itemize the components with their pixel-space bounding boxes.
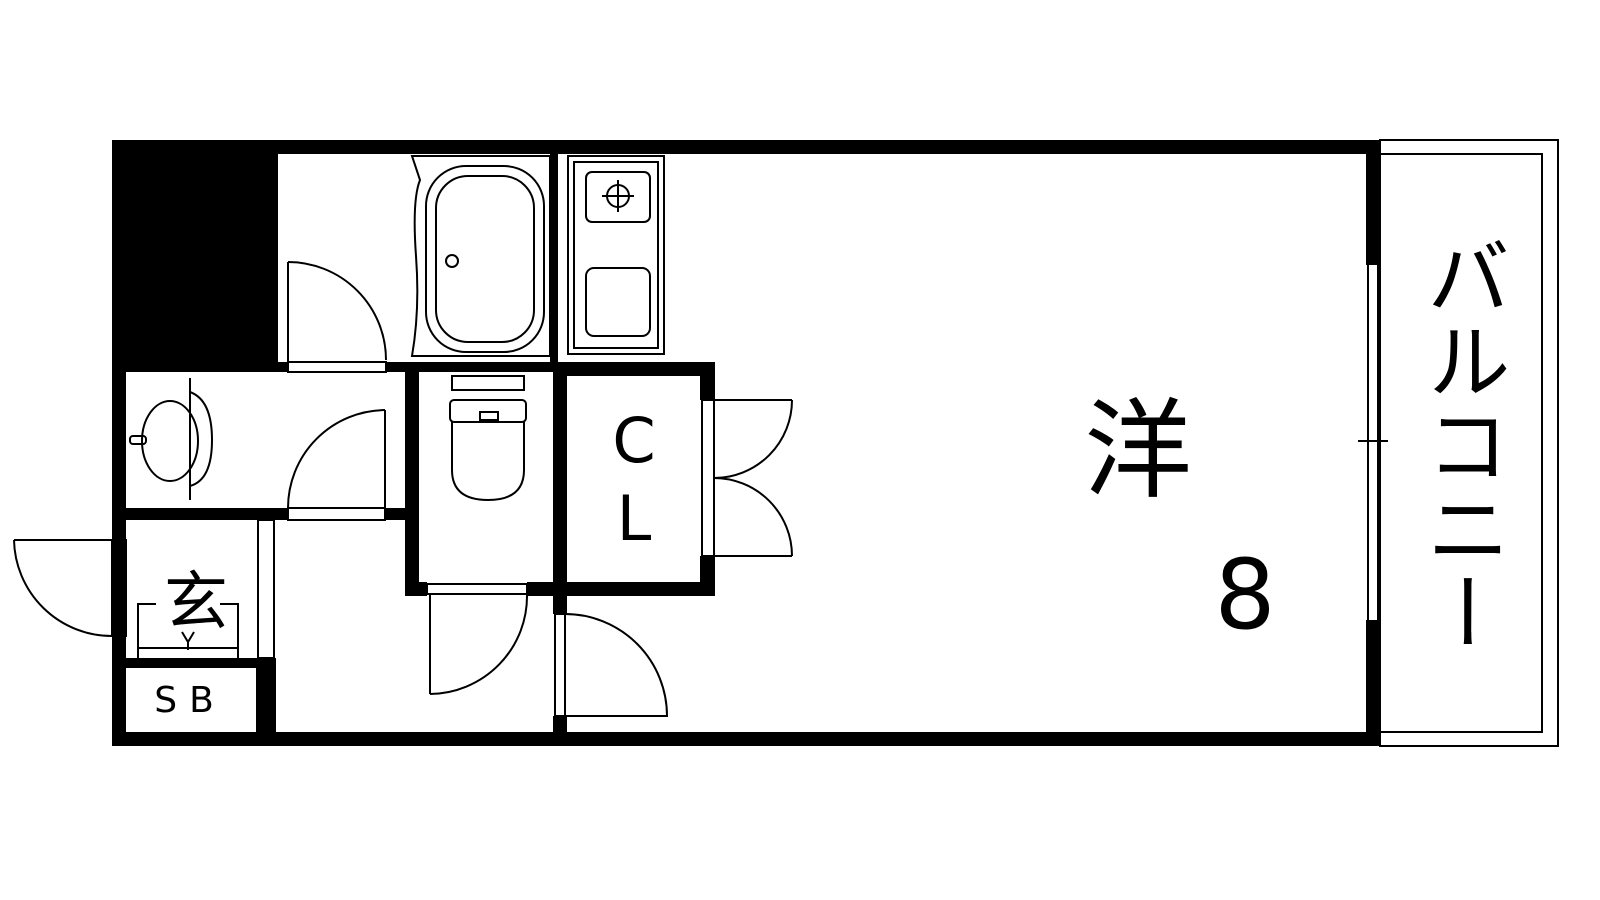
doors	[13, 261, 793, 717]
shoe-box-label: SB	[154, 680, 226, 721]
interior-walls	[112, 154, 715, 746]
western-room-size-label: 8	[1214, 539, 1275, 651]
kitchen-counter	[567, 155, 665, 355]
entrance-step	[137, 603, 239, 658]
balcony-label: バルコニー	[1413, 234, 1511, 654]
closet-label-line1: C	[612, 404, 655, 477]
bathtub	[410, 155, 551, 357]
entrance-label: 玄	[164, 566, 228, 640]
western-room-kind-label: 洋	[1084, 389, 1192, 514]
sink-icon	[585, 267, 651, 337]
toilet	[449, 375, 527, 502]
outer-walls	[112, 140, 1380, 746]
balcony	[1358, 139, 1559, 747]
closet-label-line2: L	[617, 482, 652, 555]
pipe-shaft	[112, 140, 274, 368]
washbasin	[129, 378, 214, 500]
